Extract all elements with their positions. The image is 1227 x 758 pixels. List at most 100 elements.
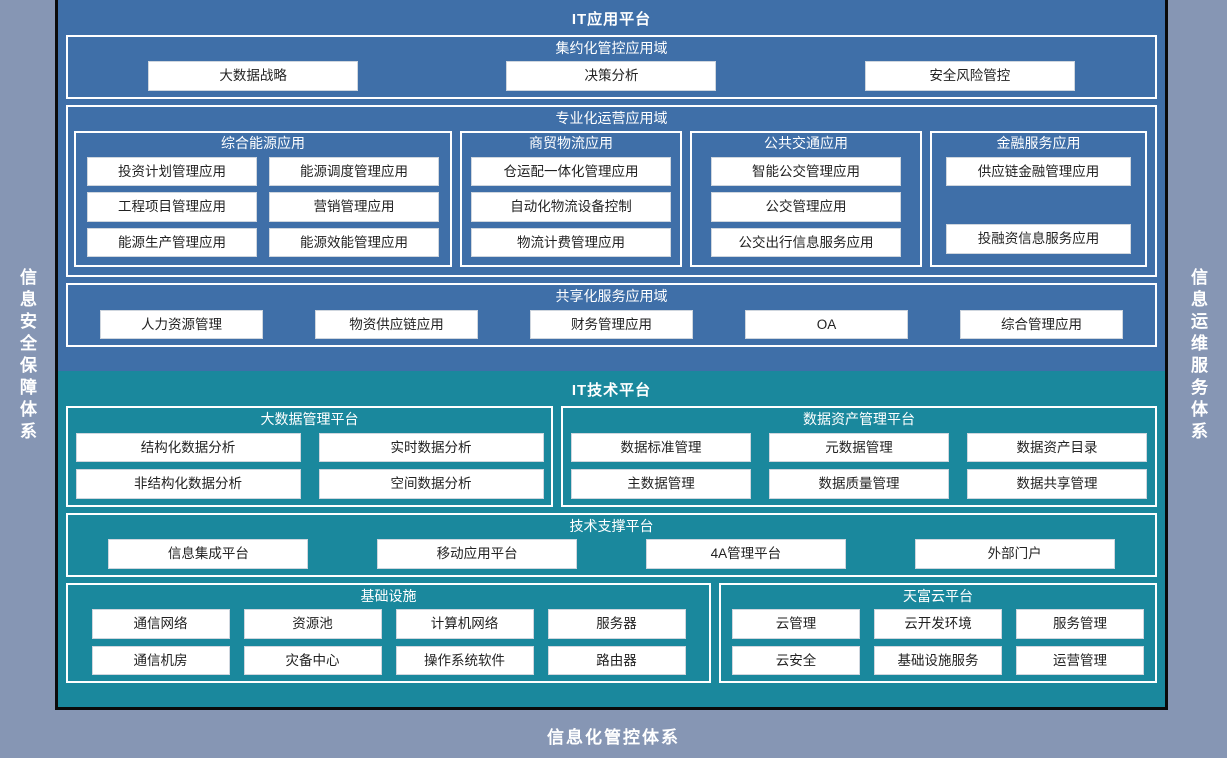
chip-unstructured-data-analysis[interactable]: 非结构化数据分析	[75, 469, 301, 499]
tech-platform-title: IT技术平台	[571, 382, 652, 400]
it-technology-platform: IT技术平台 大数据管理平台 结构化数据分析 实时数据分析 非结构化数据分析 空…	[58, 371, 1165, 707]
subgroup-integrated-energy-title: 综合能源应用	[221, 135, 305, 152]
group-technical-support-platform: 技术支撑平台 信息集成平台 移动应用平台 4A管理平台 外部门户	[66, 512, 1157, 577]
chip-placeholder	[946, 192, 1131, 218]
chip-service-management[interactable]: 服务管理	[1016, 609, 1144, 639]
row: 自动化物流设备控制	[470, 192, 672, 222]
row: 云安全 基础设施服务 运营管理	[727, 645, 1149, 676]
chip-structured-data-analysis[interactable]: 结构化数据分析	[75, 432, 301, 463]
row: 结构化数据分析 实时数据分析	[74, 432, 545, 463]
chip-infrastructure-service[interactable]: 基础设施服务	[874, 645, 1002, 676]
row: 仓运配一体化管理应用	[470, 156, 672, 187]
row: 主数据管理 数据质量管理 数据共享管理	[569, 469, 1149, 499]
bottom-band-label: 信息化管控体系	[547, 727, 680, 747]
app-chip-big-data-strategy[interactable]: 大数据战略	[148, 61, 359, 91]
chip-mobile-application-platform[interactable]: 移动应用平台	[377, 539, 578, 569]
chip-supply-chain-finance-mgmt[interactable]: 供应链金融管理应用	[946, 156, 1131, 187]
chip-investment-plan-mgmt[interactable]: 投资计划管理应用	[87, 156, 257, 187]
domain-shared-services-title: 共享化服务应用域	[555, 288, 668, 305]
left-vertical-band: 信息安全保障体系	[0, 0, 53, 712]
chip-material-supply-chain[interactable]: 物资供应链应用	[315, 309, 478, 340]
row: 非结构化数据分析 空间数据分析	[74, 469, 545, 499]
chip-cloud-management[interactable]: 云管理	[732, 609, 860, 639]
chip-computer-network[interactable]: 计算机网络	[395, 609, 534, 639]
subgroup-public-transport: 公共交通应用 智能公交管理应用 公交管理应用 公交出行信息服务应用	[690, 131, 922, 268]
group-tianfu-cloud-platform: 天富云平台 云管理 云开发环境 服务管理 云安全 基础设施服务 运营管理	[719, 582, 1157, 684]
chip-cloud-security[interactable]: 云安全	[732, 645, 860, 676]
chip-operations-management[interactable]: 运营管理	[1016, 645, 1144, 676]
tech-row-infrastructure: 基础设施 通信网络 资源池 计算机网络 服务器 通信机房 灾备中心 操作系统软件	[66, 582, 1157, 689]
chip-communication-room[interactable]: 通信机房	[91, 645, 230, 676]
it-application-platform: IT应用平台 集约化管控应用域 大数据战略 决策分析 安全风险管控 专业化运营应…	[58, 0, 1165, 372]
chip-data-standard-mgmt[interactable]: 数据标准管理	[571, 432, 751, 463]
bottom-horizontal-band: 信息化管控体系	[0, 712, 1227, 758]
chip-integrated-mgmt[interactable]: 综合管理应用	[960, 309, 1123, 340]
row: 能源生产管理应用 能源效能管理应用	[84, 227, 442, 258]
row: 工程项目管理应用 营销管理应用	[84, 192, 442, 222]
group-data-asset-platform-cells: 数据标准管理 元数据管理 数据资产目录 主数据管理 数据质量管理 数据共享管理	[569, 432, 1149, 499]
chip-energy-efficiency-mgmt[interactable]: 能源效能管理应用	[269, 227, 439, 258]
group-data-asset-platform-title: 数据资产管理平台	[803, 411, 915, 428]
tech-row-data-platforms: 大数据管理平台 结构化数据分析 实时数据分析 非结构化数据分析 空间数据分析 数…	[66, 406, 1157, 512]
app-platform-title: IT应用平台	[571, 11, 652, 28]
subgroup-financial-services-cells: 供应链金融管理应用 投融资信息服务应用	[940, 156, 1137, 254]
subgroup-financial-services: 金融服务应用 供应链金融管理应用 投融资信息服务应用	[930, 131, 1147, 268]
subgroup-trade-logistics-title: 商贸物流应用	[529, 135, 613, 152]
row: 通信网络 资源池 计算机网络 服务器	[74, 609, 703, 639]
row: 投融资信息服务应用	[940, 224, 1137, 254]
domain-specialized-operations: 专业化运营应用域 综合能源应用 投资计划管理应用 能源调度管理应用 工程项目管理…	[66, 104, 1157, 278]
app-chip-decision-analysis[interactable]: 决策分析	[506, 61, 717, 91]
chip-server[interactable]: 服务器	[547, 609, 686, 639]
domain-intensive-control-title: 集约化管控应用域	[555, 40, 668, 56]
row: 投资计划管理应用 能源调度管理应用	[84, 156, 442, 187]
row: 智能公交管理应用	[700, 156, 912, 187]
group-infrastructure-title: 基础设施	[360, 587, 417, 604]
group-infrastructure: 基础设施 通信网络 资源池 计算机网络 服务器 通信机房 灾备中心 操作系统软件	[66, 582, 711, 684]
chip-metadata-mgmt[interactable]: 元数据管理	[769, 432, 949, 463]
chip-marketing-mgmt[interactable]: 营销管理应用	[269, 192, 439, 222]
subgroup-public-transport-cells: 智能公交管理应用 公交管理应用 公交出行信息服务应用	[700, 156, 912, 258]
chip-investment-financing-info-service[interactable]: 投融资信息服务应用	[946, 224, 1131, 254]
chip-data-asset-catalog[interactable]: 数据资产目录	[967, 432, 1147, 463]
right-band-label: 信息运维服务体系	[1188, 268, 1207, 444]
chip-external-portal[interactable]: 外部门户	[914, 539, 1115, 569]
group-big-data-platform-title: 大数据管理平台	[260, 411, 359, 428]
subgroup-integrated-energy-cells: 投资计划管理应用 能源调度管理应用 工程项目管理应用 营销管理应用 能源生产管理…	[84, 156, 442, 258]
chip-warehouse-transport-integrated[interactable]: 仓运配一体化管理应用	[471, 156, 671, 187]
chip-operating-system-software[interactable]: 操作系统软件	[395, 645, 534, 676]
chip-logistics-billing-mgmt[interactable]: 物流计费管理应用	[471, 227, 671, 258]
chip-financial-mgmt[interactable]: 财务管理应用	[530, 309, 693, 340]
chip-realtime-data-analysis[interactable]: 实时数据分析	[318, 432, 544, 463]
domain-intensive-control: 集约化管控应用域 大数据战略 决策分析 安全风险管控	[66, 35, 1157, 99]
chip-router[interactable]: 路由器	[547, 645, 686, 676]
chip-spatial-data-analysis[interactable]: 空间数据分析	[318, 469, 544, 499]
chip-energy-production-mgmt[interactable]: 能源生产管理应用	[87, 227, 257, 258]
chip-bus-travel-info-service[interactable]: 公交出行信息服务应用	[711, 227, 901, 258]
chip-data-sharing-mgmt[interactable]: 数据共享管理	[967, 469, 1147, 499]
specialized-subgroups: 综合能源应用 投资计划管理应用 能源调度管理应用 工程项目管理应用 营销管理应用	[74, 131, 1149, 268]
domain-shared-services: 共享化服务应用域 人力资源管理 物资供应链应用 财务管理应用 OA 综合管理应用	[66, 283, 1157, 348]
row: 数据标准管理 元数据管理 数据资产目录	[569, 432, 1149, 463]
group-tianfu-cloud-platform-title: 天富云平台	[903, 587, 973, 604]
chip-smart-bus-mgmt[interactable]: 智能公交管理应用	[711, 156, 901, 187]
subgroup-trade-logistics: 商贸物流应用 仓运配一体化管理应用 自动化物流设备控制 物流计费管理应用	[460, 131, 682, 268]
chip-bus-mgmt[interactable]: 公交管理应用	[711, 192, 901, 222]
chip-oa[interactable]: OA	[745, 309, 908, 340]
chip-communication-network[interactable]: 通信网络	[91, 609, 230, 639]
chip-cloud-dev-environment[interactable]: 云开发环境	[874, 609, 1002, 639]
chip-human-resources-mgmt[interactable]: 人力资源管理	[100, 309, 263, 340]
chip-engineering-project-mgmt[interactable]: 工程项目管理应用	[87, 192, 257, 222]
chip-data-quality-mgmt[interactable]: 数据质量管理	[769, 469, 949, 499]
chip-energy-dispatch-mgmt[interactable]: 能源调度管理应用	[269, 156, 439, 187]
chip-disaster-recovery-center[interactable]: 灾备中心	[243, 645, 382, 676]
subgroup-public-transport-title: 公共交通应用	[764, 135, 848, 152]
chip-resource-pool[interactable]: 资源池	[243, 609, 382, 639]
chip-4a-management-platform[interactable]: 4A管理平台	[645, 539, 846, 569]
subgroup-integrated-energy: 综合能源应用 投资计划管理应用 能源调度管理应用 工程项目管理应用 营销管理应用	[74, 131, 452, 268]
left-band-label: 信息安全保障体系	[17, 268, 36, 444]
chip-master-data-mgmt[interactable]: 主数据管理	[571, 469, 751, 499]
group-tianfu-cloud-platform-cells: 云管理 云开发环境 服务管理 云安全 基础设施服务 运营管理	[727, 609, 1149, 676]
app-chip-security-risk-control[interactable]: 安全风险管控	[864, 61, 1075, 91]
chip-automated-logistics-equipment[interactable]: 自动化物流设备控制	[471, 192, 671, 222]
chip-information-integration-platform[interactable]: 信息集成平台	[108, 539, 309, 569]
